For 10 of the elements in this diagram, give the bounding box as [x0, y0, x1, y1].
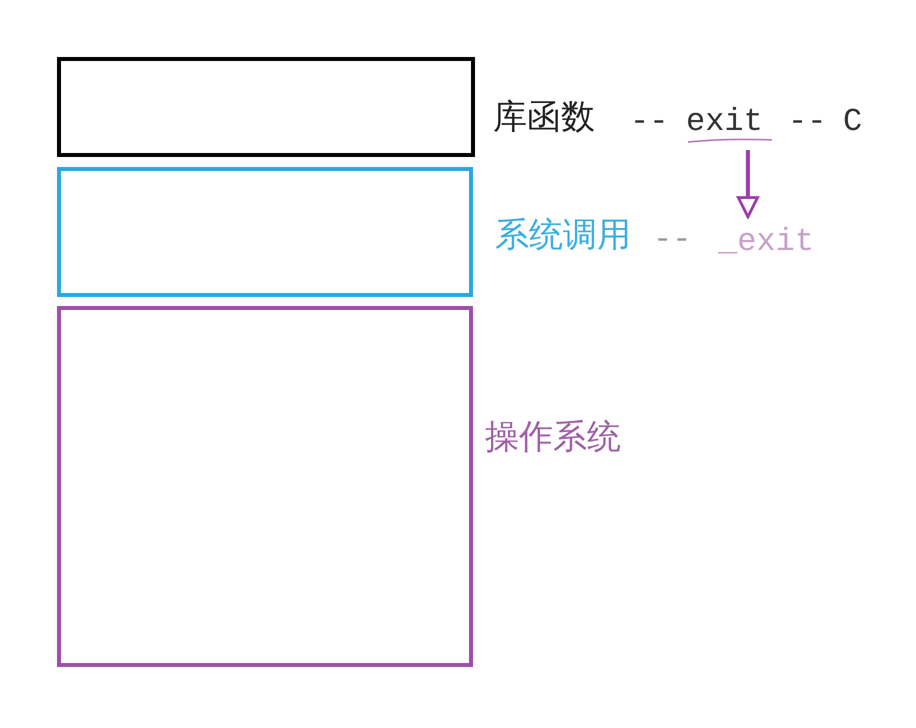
text-label: C: [843, 106, 862, 138]
function-name: _exit: [718, 222, 814, 262]
function-name: exit: [686, 102, 763, 142]
text-label: --: [630, 106, 668, 138]
layer-label: 系统调用: [495, 218, 631, 252]
text-label: --: [788, 106, 826, 138]
arrow: [736, 150, 759, 218]
layer-label: 库函数: [493, 100, 595, 134]
layer-label: 操作系统: [485, 420, 621, 454]
text-label: --: [653, 224, 692, 256]
